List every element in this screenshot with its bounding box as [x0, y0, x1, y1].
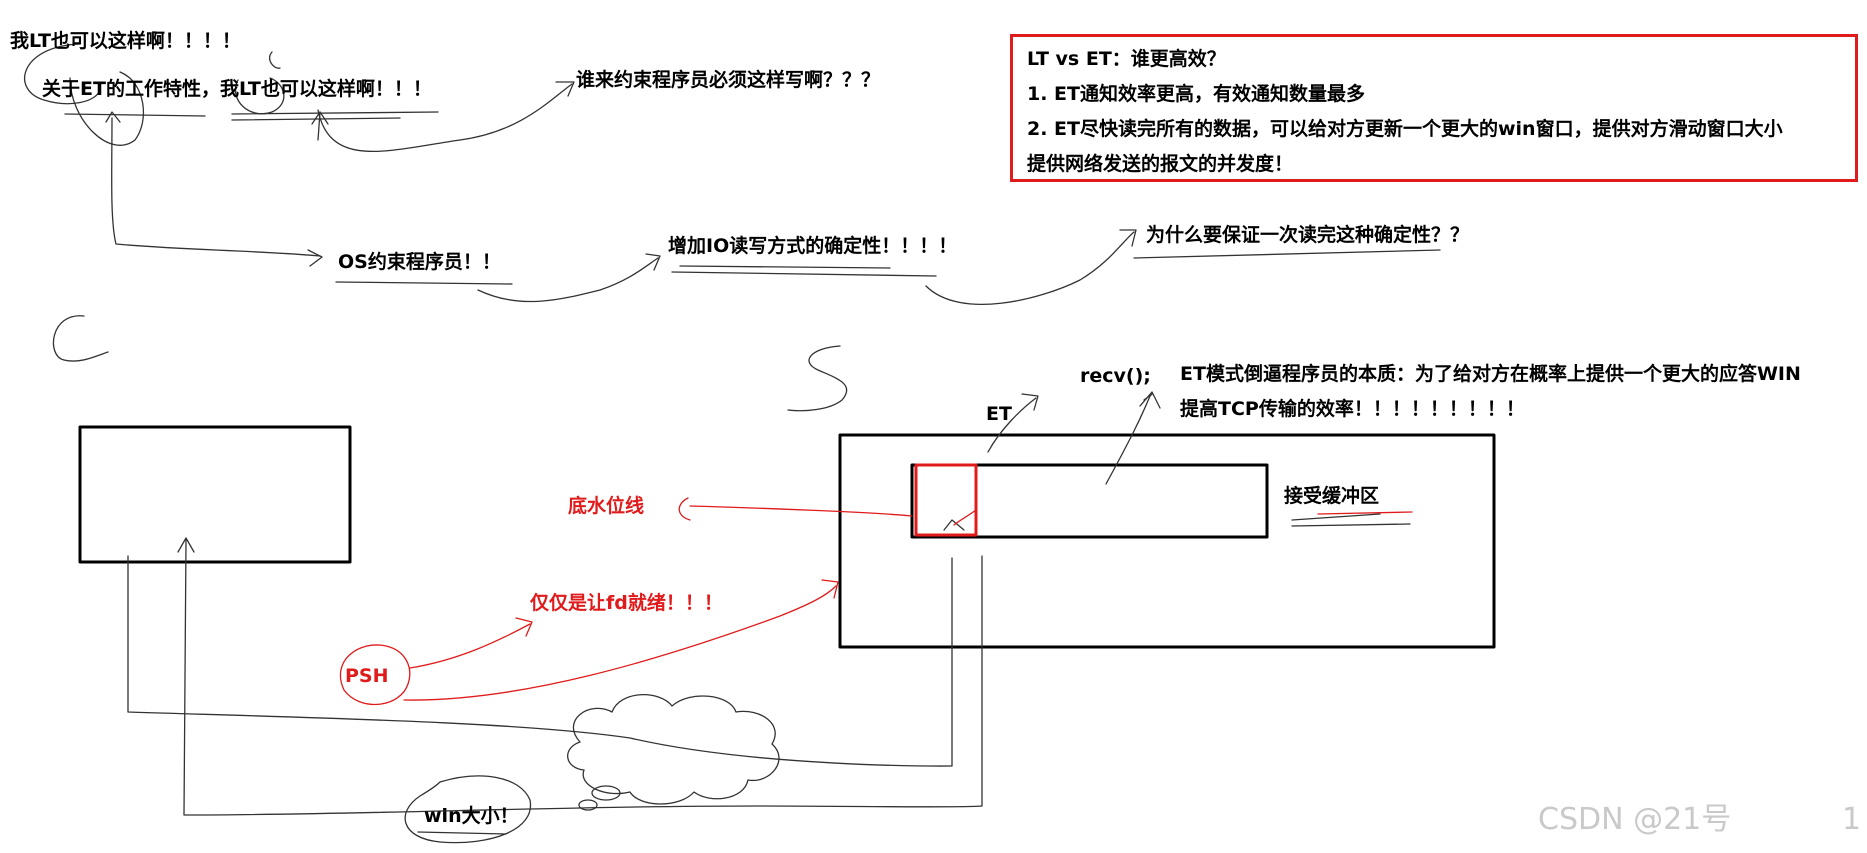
recv-buffer-box	[910, 463, 1269, 539]
client-box	[78, 425, 352, 564]
summary-text: LT vs ET：谁更高效？ 1. ET通知效率更高，有效通知数量最多 2. E…	[1027, 42, 1867, 182]
summary-point-2: 2. ET尽快读完所有的数据，可以给对方更新一个更大的win窗口，提供对方滑动窗…	[1027, 118, 1783, 140]
note-os-constrains: OS约束程序员！！	[338, 251, 501, 273]
scribble-circle	[69, 71, 145, 146]
red-arrow	[403, 585, 837, 701]
win-size-label: win大小！	[424, 805, 519, 827]
underline	[1133, 249, 1441, 259]
connector-line	[183, 539, 983, 816]
note-why-read-all: 为什么要保证一次读完这种确定性？？	[1146, 224, 1470, 246]
arrowhead	[105, 111, 121, 123]
arrow-line	[317, 111, 321, 141]
note-et-feature: 关于ET的工作特性，我LT也可以这样啊！！！	[42, 78, 432, 100]
red-underline	[1317, 511, 1413, 515]
letter-c	[52, 315, 109, 362]
summary-point-3: 提供网络发送的报文的并发度！	[1027, 153, 1294, 175]
arrow-line	[925, 231, 1135, 305]
arrowhead	[645, 253, 661, 271]
watermark-trailing: 1	[1842, 802, 1862, 837]
arrow-line	[987, 397, 1037, 453]
note-io-certainty: 增加IO读写方式的确定性！！！！	[668, 235, 958, 257]
psh-label: PSH	[345, 665, 389, 687]
summary-title: LT vs ET：谁更高效？	[1027, 48, 1226, 70]
et-label: ET	[986, 403, 1012, 425]
red-arrowhead	[821, 579, 839, 599]
red-arrowhead	[515, 617, 533, 637]
underline	[335, 281, 513, 285]
underline	[1291, 523, 1411, 527]
arrowhead	[1119, 229, 1137, 247]
note-lt-can-too: 我LT也可以这样啊！！！！	[10, 30, 241, 52]
summary-point-1: 1. ET通知效率更高，有效通知数量最多	[1027, 83, 1365, 105]
arrow-line	[1149, 393, 1153, 397]
thought-bubble	[591, 785, 621, 801]
underline	[1291, 513, 1381, 521]
server-box	[838, 433, 1496, 649]
low-watermark-box	[914, 463, 978, 537]
arrowhead	[307, 249, 323, 267]
underline	[231, 111, 439, 115]
arrow-line	[1105, 395, 1151, 485]
arrow-line	[317, 83, 573, 152]
et-tcp: 提高TCP传输的效率！！！！！！！！！	[1180, 398, 1525, 420]
recv-label: recv();	[1080, 365, 1151, 387]
underline	[417, 831, 507, 835]
thought-bubble	[578, 799, 598, 811]
arrowhead	[177, 537, 195, 553]
psh-circle	[339, 644, 411, 705]
underline	[679, 265, 891, 269]
note-who-constrains: 谁来约束程序员必须这样写啊？？？	[576, 69, 881, 91]
arrow-line	[477, 257, 659, 303]
red-arrow	[689, 505, 913, 517]
thought-cloud	[567, 694, 780, 805]
low-watermark-label: 底水位线	[568, 495, 645, 517]
scribble-circle	[235, 77, 285, 115]
underline	[64, 113, 206, 117]
summary-box	[1010, 34, 1858, 182]
arrowhead	[1021, 393, 1039, 411]
connector-line	[127, 555, 953, 767]
scribble-circle	[24, 43, 101, 105]
red-arrow	[953, 509, 977, 526]
only-fd-ready-label: 仅仅是让fd就绪！！！	[530, 592, 723, 614]
underline	[671, 271, 937, 277]
scribble-circle	[268, 51, 281, 69]
csdn-watermark: CSDN @21号	[1538, 802, 1732, 837]
letter-s	[787, 345, 848, 412]
arrowhead	[1139, 391, 1161, 409]
arrowhead	[555, 81, 575, 97]
et-essence: ET模式倒逼程序员的本质：为了给对方在概率上提供一个更大的应答WIN	[1180, 363, 1801, 385]
arrow-line	[111, 117, 321, 257]
red-arrow	[409, 623, 531, 669]
recv-buffer-label: 接受缓冲区	[1284, 485, 1380, 507]
arrowhead	[943, 519, 965, 531]
scribble-circle	[404, 775, 532, 844]
red-arrowhead	[678, 497, 691, 521]
